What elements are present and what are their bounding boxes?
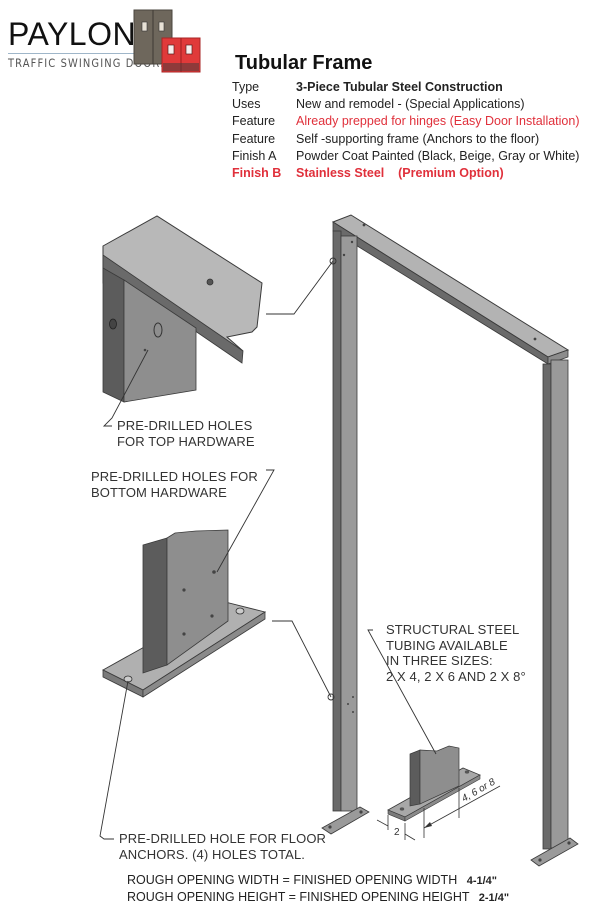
spec-value: Powder Coat Painted (Black, Beige, Gray … <box>296 148 580 163</box>
tubing-size-detail: 2 4, 6 or 8 <box>376 745 501 841</box>
callout-line: ANCHORS. (4) HOLES TOTAL. <box>119 846 305 862</box>
spec-row-finish-b: Finish B Stainless Steel (Premium Option… <box>232 165 579 182</box>
callout-tubing-sizes: STRUCTURAL STEEL TUBING AVAILABLE IN THR… <box>386 622 526 684</box>
callout-line: STRUCTURAL STEEL <box>386 622 520 637</box>
brand-tagline: TRAFFIC SWINGING DOORS <box>8 56 168 70</box>
callout-line: PRE-DRILLED HOLES FOR <box>91 469 258 484</box>
rough-opening-width-text: ROUGH OPENING WIDTH = FINISHED OPENING W… <box>127 873 458 887</box>
spec-key: Finish A <box>232 148 277 163</box>
callout-floor-anchors: PRE-DRILLED HOLE FOR FLOOR ANCHORS. (4) … <box>119 831 326 862</box>
rough-opening-notes: ROUGH OPENING WIDTH = FINISHED OPENING W… <box>127 873 509 906</box>
spec-key: Type <box>232 80 260 94</box>
tubular-frame-drawing: 2 4, 6 or 8 <box>99 214 579 867</box>
spec-value: Self -supporting frame (Anchors to the f… <box>296 131 540 146</box>
brand-logo: PAYLON TRAFFIC SWINGING DOORS <box>6 6 202 74</box>
bottom-base-detail <box>102 529 267 698</box>
product-title: Tubular Frame <box>235 52 373 74</box>
callout-top-hardware: PRE-DRILLED HOLES FOR TOP HARDWARE <box>117 418 255 449</box>
callout-line: FOR TOP HARDWARE <box>117 433 255 449</box>
callout-line: IN THREE SIZES: <box>386 653 493 668</box>
spec-value: New and remodel - (Special Applications) <box>296 97 525 112</box>
spec-row-finish-a: Finish A Powder Coat Painted (Black, Bei… <box>232 148 579 165</box>
frame-right-post <box>530 359 579 867</box>
spec-value: 3-Piece Tubular Steel Construction <box>296 80 503 94</box>
depth-dimension: 2 <box>394 827 400 838</box>
callout-line: BOTTOM HARDWARE <box>91 484 227 500</box>
callout-line: PRE-DRILLED HOLES <box>117 418 253 433</box>
callout-line: 2 X 4, 2 X 6 AND 2 X 8° <box>386 668 526 684</box>
rough-opening-width-row: ROUGH OPENING WIDTH = FINISHED OPENING W… <box>127 873 509 890</box>
spec-row-uses: Uses New and remodel - (Special Applicat… <box>232 96 579 113</box>
callout-bottom-hardware: PRE-DRILLED HOLES FOR BOTTOM HARDWARE <box>91 469 258 500</box>
frame-left-post <box>321 230 370 835</box>
rough-opening-width-value: 4-1/4" <box>466 875 497 887</box>
logo-divider <box>8 53 155 54</box>
frame-header-beam <box>331 214 570 365</box>
rough-opening-height-value: 2-1/4" <box>478 891 510 904</box>
spec-key: Finish B <box>232 166 282 181</box>
spec-row-feature-self-supporting: Feature Self -supporting frame (Anchors … <box>232 131 579 148</box>
double-swinging-doors-icon <box>133 9 201 73</box>
spec-list: Type 3-Piece Tubular Steel Construction … <box>232 79 579 182</box>
spec-value: Already prepped for hinges (Easy Door In… <box>296 114 580 129</box>
rough-opening-height-text: ROUGH OPENING HEIGHT = FINISHED OPENING … <box>127 889 470 904</box>
brand-name: PAYLON <box>8 16 137 52</box>
callout-leaders <box>99 257 437 840</box>
spec-key: Feature <box>232 114 276 129</box>
spec-value: Stainless Steel (Premium Option) <box>296 166 504 181</box>
callout-line: PRE-DRILLED HOLE FOR FLOOR <box>119 831 327 846</box>
spec-key: Feature <box>232 131 276 146</box>
spec-key: Uses <box>232 97 261 112</box>
top-corner-detail <box>102 215 263 403</box>
callout-line: TUBING AVAILABLE <box>386 637 508 653</box>
spec-row-type: Type 3-Piece Tubular Steel Construction <box>232 79 579 96</box>
rough-opening-height-row: ROUGH OPENING HEIGHT = FINISHED OPENING … <box>127 890 509 907</box>
spec-row-feature-hinges: Feature Already prepped for hinges (Easy… <box>232 113 579 130</box>
